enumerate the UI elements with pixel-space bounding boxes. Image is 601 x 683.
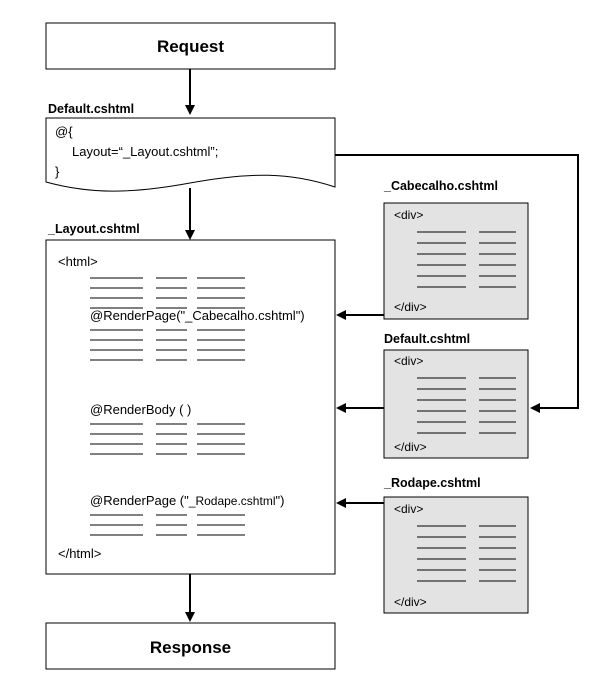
partial-header-label: _Cabecalho.cshtml bbox=[383, 179, 498, 193]
partial-footer-div-close: </div> bbox=[394, 595, 427, 609]
default-view-code-line-3: } bbox=[55, 164, 60, 179]
request-box: Request bbox=[45, 22, 336, 70]
partial-body-lines bbox=[417, 377, 516, 434]
request-label: Request bbox=[157, 37, 224, 56]
render-page-header: @RenderPage("_Cabecalho.cshtml") bbox=[90, 308, 305, 323]
partial-footer-label: _Rodape.cshtml bbox=[383, 476, 481, 490]
partial-header-div-open: <div> bbox=[394, 208, 423, 222]
layout-lines-group-3 bbox=[90, 423, 245, 455]
layout-html-open: <html> bbox=[58, 254, 98, 269]
partial-footer-box: <div> </div> bbox=[383, 496, 529, 614]
render-page-footer: @RenderPage ("_Rodape.cshtml") bbox=[90, 493, 284, 508]
partial-body-div-open: <div> bbox=[394, 354, 423, 368]
layout-html-close: </html> bbox=[58, 546, 101, 561]
render-body: @RenderBody ( ) bbox=[90, 402, 191, 417]
partial-body-label: Default.cshtml bbox=[384, 332, 470, 346]
partial-header-lines bbox=[417, 231, 516, 288]
default-view-code-line-2: Layout=“_Layout.cshtml”; bbox=[72, 144, 218, 159]
partial-footer-div-open: <div> bbox=[394, 502, 423, 516]
layout-lines-group-2 bbox=[90, 329, 245, 361]
layout-box: <html> @RenderPage("_Cabecalho.cshtml") … bbox=[45, 239, 336, 575]
default-view-document: @{ Layout=“_Layout.cshtml”; } bbox=[45, 117, 336, 192]
response-label: Response bbox=[150, 638, 231, 657]
response-box: Response bbox=[45, 622, 336, 670]
partial-body-div-close: </div> bbox=[394, 440, 427, 454]
layout-lines-group-1 bbox=[90, 277, 245, 309]
default-view-label: Default.cshtml bbox=[48, 102, 134, 116]
arrow-default-to-body-partial bbox=[335, 154, 579, 413]
partial-footer-lines bbox=[417, 525, 516, 582]
layout-lines-group-4 bbox=[90, 514, 245, 536]
layout-label: _Layout.cshtml bbox=[47, 222, 140, 236]
default-view-code-line-1: @{ bbox=[55, 124, 73, 139]
partial-body-box: <div> </div> bbox=[383, 349, 529, 459]
partial-header-box: <div> </div> bbox=[383, 202, 529, 320]
partial-header-div-close: </div> bbox=[394, 300, 427, 314]
